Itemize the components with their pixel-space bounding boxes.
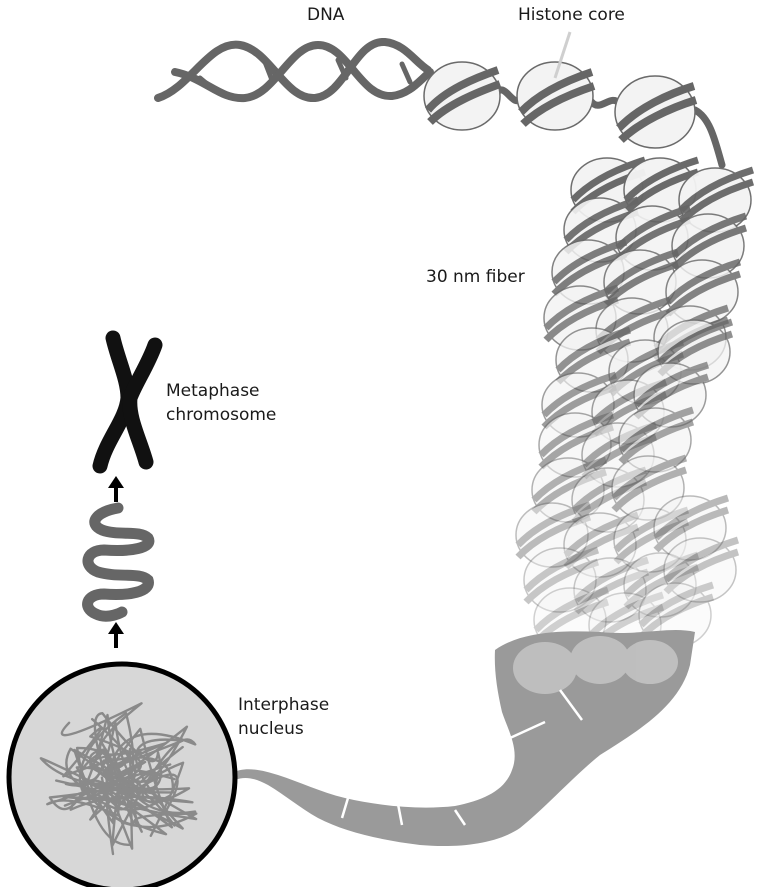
metaphase-chromosome bbox=[100, 338, 155, 466]
arrow-up-lower bbox=[108, 622, 124, 648]
label-chromosome: chromosome bbox=[166, 404, 276, 426]
label-30nm-fiber: 30 nm fiber bbox=[426, 266, 525, 288]
interphase-nucleus bbox=[9, 664, 235, 887]
nucleosome bbox=[615, 76, 696, 148]
coiled-fiber bbox=[88, 508, 149, 616]
30nm-fiber bbox=[516, 158, 753, 657]
label-interphase: Interphase bbox=[238, 694, 329, 716]
label-dna: DNA bbox=[307, 4, 344, 26]
label-nucleus: nucleus bbox=[238, 718, 304, 740]
nucleosome bbox=[424, 62, 500, 130]
nucleosome-beads bbox=[424, 62, 696, 148]
label-histone-core: Histone core bbox=[518, 4, 625, 26]
arrow-up-upper bbox=[108, 476, 124, 502]
dna-double-helix bbox=[158, 42, 430, 98]
label-metaphase: Metaphase bbox=[166, 380, 260, 402]
